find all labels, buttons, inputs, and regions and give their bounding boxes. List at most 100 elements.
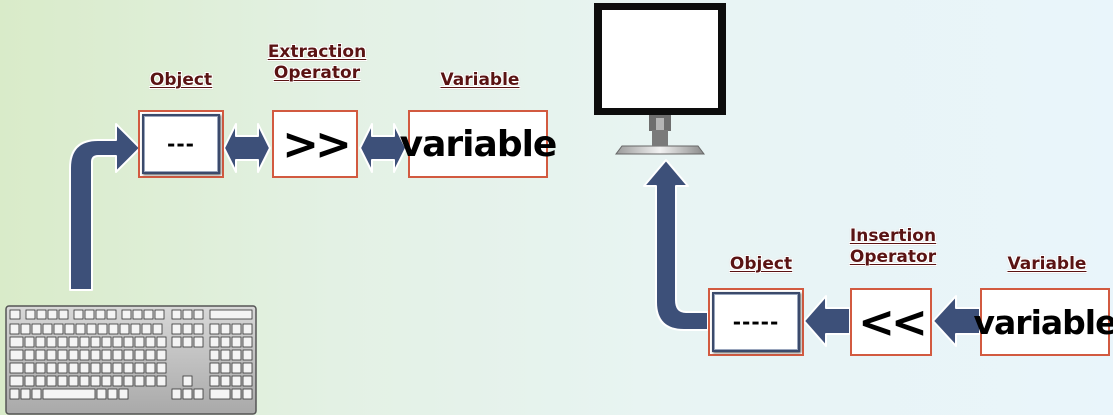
keyboard-key: [64, 323, 75, 335]
keyboard-key: [107, 388, 118, 400]
keyboard-key: [134, 375, 145, 387]
keyboard-key: [134, 349, 145, 361]
keyboard-key: [156, 362, 167, 374]
keyboard-key: [79, 336, 90, 348]
extraction-operator-label-line2: Operator: [273, 63, 361, 83]
keyboard-key: [220, 323, 231, 335]
keyboard-key: [182, 309, 193, 320]
keyboard-key: [86, 323, 97, 335]
keyboard-key: [118, 388, 129, 400]
keyboard-key: [46, 336, 57, 348]
keyboard-icon: [5, 305, 257, 415]
keyboard-key: [130, 323, 141, 335]
keyboard-key: [57, 349, 68, 361]
keyboard-key: [231, 323, 242, 335]
keyboard-key: [134, 336, 145, 348]
keyboard-key: [24, 375, 35, 387]
extraction-operator-box: >>: [272, 110, 358, 178]
keyboard-key: [24, 336, 35, 348]
insertion-operator-box: <<: [850, 288, 932, 356]
keyboard-key: [47, 309, 58, 320]
output-object-box: -----: [708, 288, 804, 356]
extraction-operator-label-line1: Extraction: [267, 42, 367, 62]
keyboard-key: [156, 375, 167, 387]
input-object-label: Object: [149, 70, 213, 90]
keyboard-key: [156, 336, 167, 348]
variable-to-operator-arrow: [932, 295, 981, 347]
keyboard-key: [90, 375, 101, 387]
keyboard-key: [182, 336, 193, 348]
keyboard-key: [9, 375, 24, 387]
keyboard-key: [182, 323, 193, 335]
keyboard-key: [101, 362, 112, 374]
keyboard-key: [121, 309, 132, 320]
keyboard-key: [9, 336, 24, 348]
keyboard-key: [68, 375, 79, 387]
keyboard-key: [96, 388, 107, 400]
keyboard-key: [9, 388, 20, 400]
keyboard-key: [25, 309, 36, 320]
keyboard-key: [242, 323, 253, 335]
input-variable-content: variable: [399, 123, 558, 165]
keyboard-key: [90, 336, 101, 348]
keyboard-key: [145, 375, 156, 387]
keyboard-key: [231, 362, 242, 374]
keyboard-key: [57, 362, 68, 374]
keyboard-key: [193, 336, 204, 348]
keyboard-key: [123, 375, 134, 387]
keyboard-key: [209, 362, 220, 374]
insertion-operator-label: Insertion Operator: [838, 226, 948, 268]
object-operator-double-arrow: [223, 123, 271, 173]
monitor-icon: [594, 3, 726, 155]
keyboard-key: [220, 349, 231, 361]
keyboard-key: [182, 388, 193, 400]
keyboard-key: [156, 349, 167, 361]
keyboard-key: [154, 309, 165, 320]
keyboard-key: [171, 309, 182, 320]
input-variable-label: Variable: [440, 70, 520, 90]
keyboard-key: [9, 323, 20, 335]
keyboard-key: [193, 323, 204, 335]
keyboard-key: [193, 388, 204, 400]
keyboard-key: [108, 323, 119, 335]
keyboard-key: [145, 349, 156, 361]
keyboard-key: [75, 323, 86, 335]
keyboard-key: [57, 336, 68, 348]
keyboard-key: [95, 309, 106, 320]
output-variable-content: variable: [973, 302, 1113, 342]
keyboard-key: [112, 349, 123, 361]
keyboard-key: [79, 349, 90, 361]
keyboard-key: [143, 309, 154, 320]
keyboard-key: [123, 362, 134, 374]
keyboard-key: [242, 388, 253, 400]
keyboard-key: [73, 309, 84, 320]
keyboard-key: [209, 309, 253, 320]
keyboard-key: [90, 349, 101, 361]
keyboard-key: [182, 375, 193, 387]
keyboard-key: [101, 349, 112, 361]
keyboard-key: [24, 362, 35, 374]
output-variable-box: variable: [974, 288, 1113, 356]
keyboard-key: [35, 375, 46, 387]
keyboard-key: [141, 323, 152, 335]
keyboard-key: [58, 309, 69, 320]
keyboard-key: [46, 375, 57, 387]
keyboard-key: [20, 323, 31, 335]
keyboard-key: [119, 323, 130, 335]
keyboard-key: [31, 323, 42, 335]
keyboard-key: [231, 375, 242, 387]
keyboard-key: [46, 349, 57, 361]
operator-variable-double-arrow: [359, 123, 407, 173]
object-to-monitor-arrow: [643, 159, 709, 331]
input-object-content: ---: [142, 114, 220, 174]
keyboard-key: [68, 362, 79, 374]
input-object-box: ---: [138, 110, 224, 178]
keyboard-key: [171, 388, 182, 400]
keyboard-key: [42, 388, 96, 400]
keyboard-key: [42, 323, 53, 335]
keyboard-key: [242, 336, 253, 348]
keyboard-key: [84, 309, 95, 320]
keyboard-key: [134, 362, 145, 374]
keyboard-key: [145, 362, 156, 374]
keyboard-key: [20, 388, 31, 400]
